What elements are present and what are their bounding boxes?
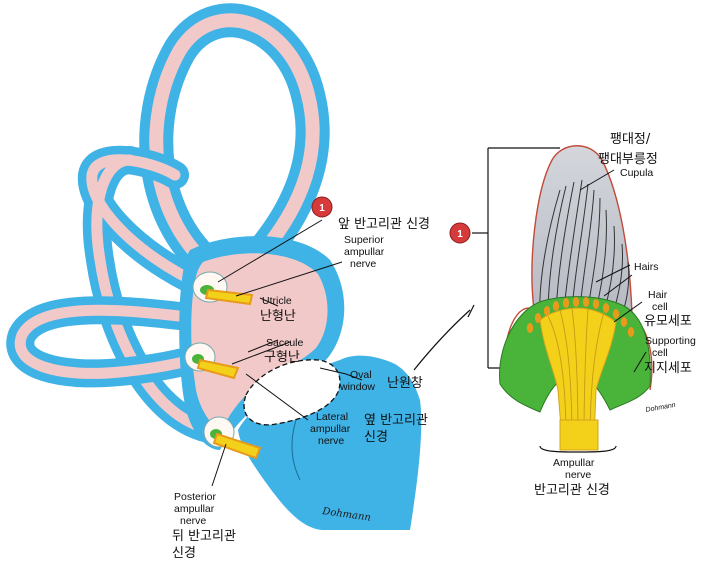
saccule-label-ko: 구형난 (264, 350, 300, 365)
badge-left: 1 (311, 196, 333, 218)
ampullar-nerve-brace (539, 445, 617, 453)
supporting-cell-label-en-2: cell (652, 347, 668, 359)
superior-nerve-label-en-3: nerve (350, 258, 376, 270)
cupula-label-ko-1: 팽대정/ (610, 132, 651, 147)
badge-left-number: 1 (319, 203, 325, 214)
posterior-ampullar-nerve (212, 432, 262, 460)
ampullar-nerve-label-en-1: Ampullar (553, 457, 595, 469)
badge-right-number: 1 (457, 229, 463, 240)
hair-cell-label-ko: 유모세포 (644, 314, 692, 329)
oval-window-label-ko: 난원창 (387, 376, 423, 391)
saccule-label-en: Saccule (266, 337, 304, 349)
crista-signature: Dohmann (645, 402, 676, 414)
lateral-canal-inner (14, 304, 204, 379)
nerve-stalk (559, 419, 599, 451)
badge-right: 1 (449, 222, 471, 244)
hair-cell-label-en-2: cell (652, 301, 668, 313)
cupula-label-ko-2: 팽대부릉정 (598, 152, 658, 167)
cupula-label-en: Cupula (620, 167, 653, 179)
leader-lines-right (579, 169, 647, 373)
posterior-nerve-label-en-3: nerve (180, 515, 206, 527)
lateral-nerve-label-en-1: Lateral (316, 411, 348, 423)
superior-ampullar-nerve (204, 288, 254, 306)
ampullar-nerve-label-ko: 반고리관 신경 (534, 483, 610, 498)
lateral-nerve-label-ko-1: 옆 반고리관 (364, 413, 428, 428)
posterior-nerve-label-ko-1: 뒤 반고리관 (172, 529, 236, 544)
connector (413, 304, 475, 371)
oval-window-label-en-1: Oval (350, 369, 372, 381)
superior-nerve-label-en-1: Superior (344, 234, 384, 246)
lateral-ampullar-nerve (196, 358, 240, 380)
oval-window (243, 359, 341, 426)
hair-cells (526, 297, 635, 337)
crista-ampullaris: Dohmann (499, 145, 676, 453)
posterior-nerve-label-en-2: ampullar (174, 503, 215, 515)
posterior-nerve-label-ko-2: 신경 (172, 546, 196, 561)
supporting-cell-label-ko: 지지세포 (644, 361, 692, 376)
posterior-nerve-label-en-1: Posterior (174, 491, 217, 503)
supporting-cell-label-en-1: Supporting (645, 335, 696, 347)
labels-right: 팽대정/ 팽대부릉정 Cupula Hairs Hair cell 유모세포 S… (534, 132, 696, 498)
utricle-label-en: Utricle (262, 295, 292, 307)
ampullar-nerve-label-en-2: nerve (565, 469, 591, 481)
superior-nerve-label-en-2: ampullar (344, 246, 385, 258)
superior-nerve-label-ko: 앞 반고리관 신경 (338, 217, 430, 232)
oval-window-label-en-2: window (339, 381, 375, 393)
leader-lines-left (211, 219, 363, 487)
lateral-nerve-label-en-3: nerve (318, 435, 344, 447)
lateral-nerve-label-ko-2: 신경 (364, 430, 388, 445)
utricle-label-ko: 난형난 (260, 309, 296, 324)
canal-outline-detail (291, 419, 301, 481)
hairs-label-en: Hairs (634, 261, 659, 273)
labyrinth (6, 3, 422, 530)
lateral-nerve-label-en-2: ampullar (310, 423, 351, 435)
posterior-canal-inner (86, 154, 220, 436)
hair-cell-label-en-1: Hair (648, 289, 668, 301)
